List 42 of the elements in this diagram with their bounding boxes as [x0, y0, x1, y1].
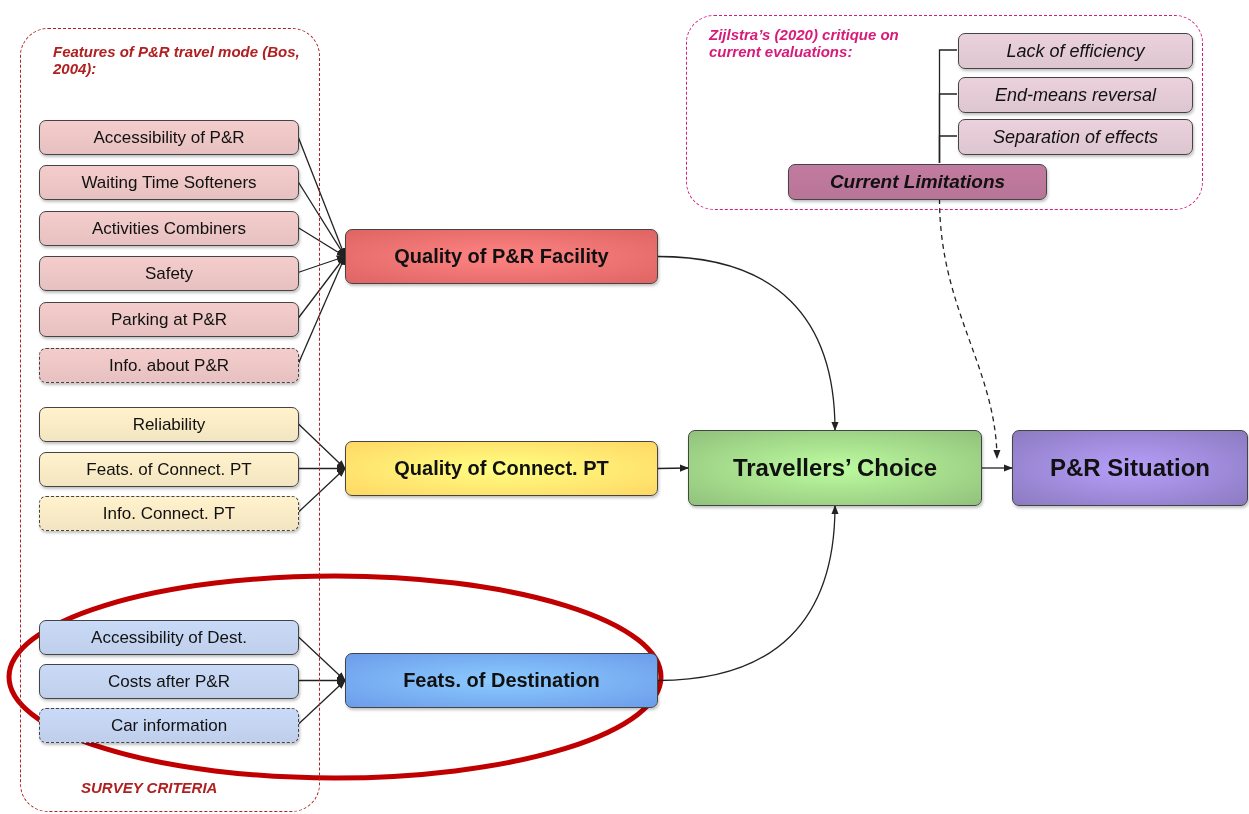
arrow [297, 464, 346, 473]
arrow [297, 635, 346, 682]
arrow [297, 255, 346, 366]
arrow [657, 464, 689, 472]
critique-box: Lack of efficiency [958, 33, 1193, 69]
arrow [297, 467, 346, 514]
criterion-box: Feats. of Connect. PT [39, 452, 299, 487]
criterion-box: Car information [39, 708, 299, 743]
criterion-box: Accessibility of Dest. [39, 620, 299, 655]
arrow [938, 198, 1001, 459]
factor-box: Travellers’ Choice [688, 430, 982, 506]
criterion-box: Info. Connect. PT [39, 496, 299, 531]
critique-box: Separation of effects [958, 119, 1193, 155]
criterion-box: Parking at P&R [39, 302, 299, 337]
arrow [297, 679, 346, 726]
arrow [297, 422, 346, 470]
criterion-box: Accessibility of P&R [39, 120, 299, 155]
arrow [981, 464, 1013, 472]
arrow [657, 505, 839, 682]
arrow [297, 255, 346, 320]
factor-box: Feats. of Destination [345, 653, 658, 708]
limitation-box: Current Limitations [788, 164, 1047, 200]
criterion-box: Waiting Time Softeners [39, 165, 299, 200]
arrow [657, 255, 839, 431]
critique-box: End-means reversal [958, 77, 1193, 113]
criterion-box: Safety [39, 256, 299, 291]
criterion-box: Reliability [39, 407, 299, 442]
criterion-box: Activities Combiners [39, 211, 299, 246]
group-heading: Features of P&R travel mode (Bos, 2004): [53, 43, 301, 78]
dashed-group-frame [20, 28, 320, 812]
arrow [297, 676, 346, 685]
group-heading: Zijlstra’s (2020) critique on current evaluations: [709, 26, 900, 61]
factor-box: Quality of P&R Facility [345, 229, 658, 284]
dashed-group-frame [686, 15, 1203, 210]
connector-line [938, 135, 958, 164]
criterion-box: Info. about P&R [39, 348, 299, 383]
factor-box: Quality of Connect. PT [345, 441, 658, 496]
arrow [297, 255, 346, 274]
criterion-box: Costs after P&R [39, 664, 299, 699]
group-footer: SURVEY CRITERIA [81, 779, 311, 797]
factor-box: P&R Situation [1012, 430, 1248, 506]
arrow [297, 226, 346, 258]
